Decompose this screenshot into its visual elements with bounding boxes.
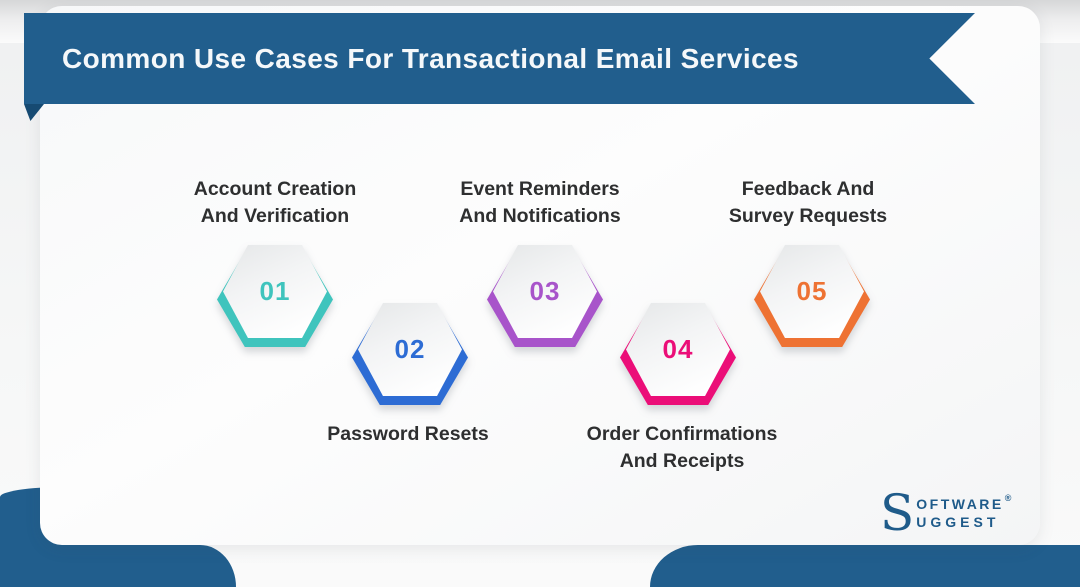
corner-shape-bottom-right — [650, 545, 1080, 587]
corner-shape-bottom-left-band — [0, 545, 236, 587]
registered-trademark-icon: ® — [1004, 493, 1012, 503]
title-banner: Common Use Cases For Transactional Email… — [24, 13, 975, 104]
step-number: 05 — [796, 276, 828, 306]
step-label-line: And Notifications — [459, 205, 621, 227]
step-label-line: And Receipts — [619, 450, 745, 472]
hexagon-face: 01 — [223, 245, 327, 338]
step-label-account-creation: Account Creation And Verification — [135, 176, 415, 230]
hexagon-step-03: 03 — [487, 245, 603, 347]
hexagon-step-04: 04 — [620, 303, 736, 405]
step-label-line: Survey Requests — [728, 205, 888, 227]
step-number: 01 — [259, 276, 291, 306]
step-label-line: And Verification — [200, 205, 350, 227]
step-number: 04 — [662, 334, 694, 364]
brand-logo: S OFTWARE ® UGGEST — [880, 484, 1012, 542]
step-label-line: Password Resets — [327, 423, 489, 445]
step-number: 02 — [394, 334, 426, 364]
step-label-line: Event Reminders — [460, 178, 620, 200]
step-label-line: Account Creation — [193, 178, 357, 200]
logo-s-mark: S — [880, 484, 915, 542]
hexagon-step-01: 01 — [217, 245, 333, 347]
logo-line1: OFTWARE — [916, 496, 1004, 512]
step-label-order-confirmations: Order Confirmations And Receipts — [542, 421, 822, 475]
step-label-event-reminders: Event Reminders And Notifications — [400, 176, 680, 230]
logo-line2: UGGEST — [916, 514, 1000, 530]
step-label-line: Feedback And — [741, 178, 875, 200]
step-label-feedback-surveys: Feedback And Survey Requests — [668, 176, 948, 230]
hexagon-face: 04 — [626, 303, 730, 396]
step-number: 03 — [529, 276, 561, 306]
hexagon-face: 02 — [358, 303, 462, 396]
hexagon-face: 03 — [493, 245, 597, 338]
step-label-line: Order Confirmations — [586, 423, 778, 445]
hexagon-step-02: 02 — [352, 303, 468, 405]
infographic-title: Common Use Cases For Transactional Email… — [62, 42, 800, 74]
hexagon-step-05: 05 — [754, 245, 870, 347]
step-label-password-resets: Password Resets — [268, 421, 548, 448]
hexagon-face: 05 — [760, 245, 864, 338]
